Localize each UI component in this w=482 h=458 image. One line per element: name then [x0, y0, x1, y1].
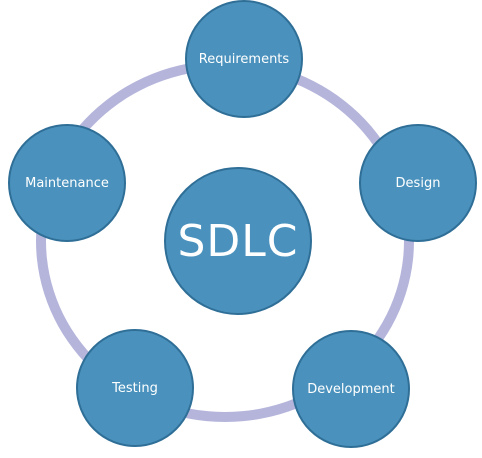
stage-requirements-label: Requirements [198, 51, 290, 67]
center-label: SDLC [177, 215, 299, 267]
stage-maintenance: Maintenance [8, 124, 126, 242]
stage-design: Design [359, 124, 477, 242]
stage-development: Development [292, 330, 410, 448]
stage-requirements: Requirements [185, 0, 303, 118]
stage-design-label: Design [395, 175, 441, 191]
center-node: SDLC [164, 167, 312, 315]
stage-testing: Testing [76, 329, 194, 447]
stage-testing-label: Testing [112, 380, 158, 396]
stage-development-label: Development [307, 381, 395, 397]
stage-maintenance-label: Maintenance [25, 175, 109, 191]
